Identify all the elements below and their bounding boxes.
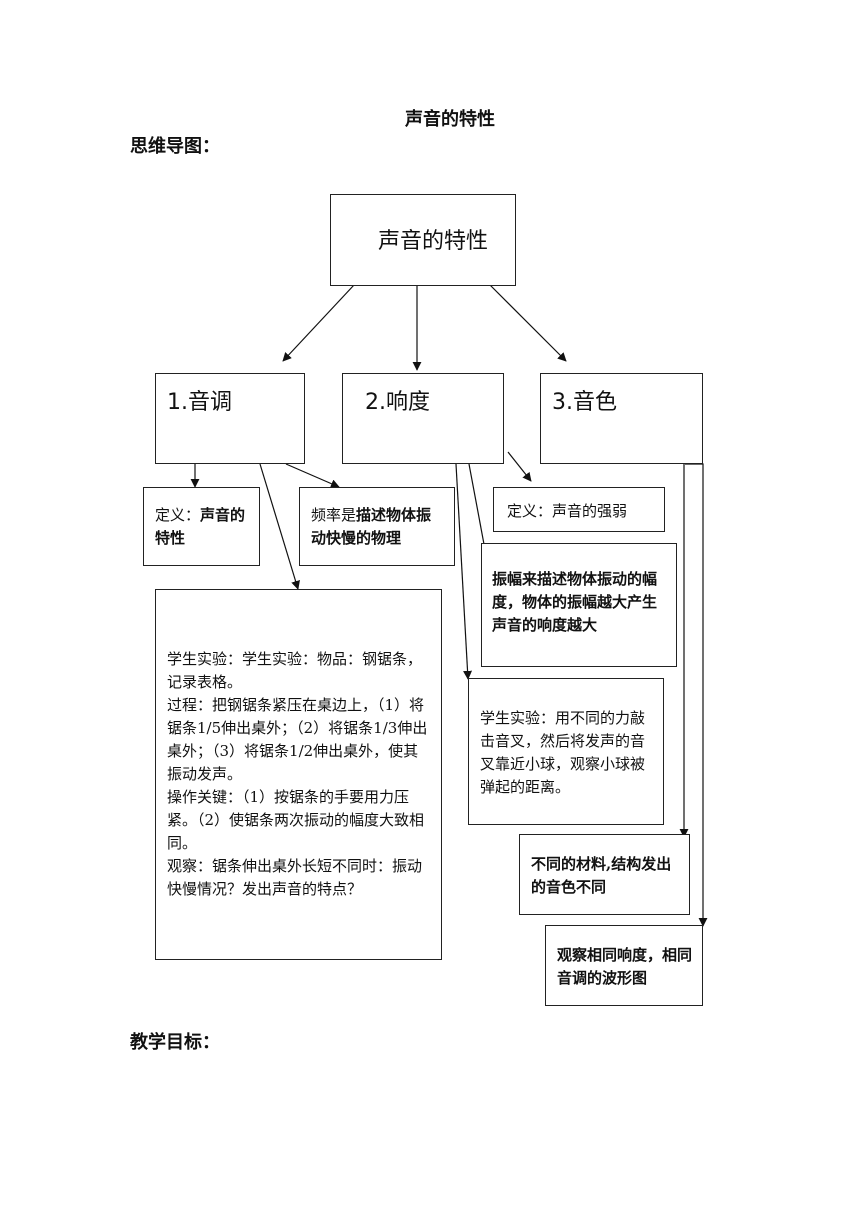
- branch-timbre: 3.音色: [540, 373, 703, 464]
- arrow-loudness-experiment: [455, 463, 473, 680]
- mindmap-heading: 思维导图：: [130, 136, 220, 157]
- branch-loudness-label: 2.响度: [365, 390, 430, 415]
- branch-pitch-label: 1.音调: [167, 390, 232, 415]
- arrow-root-pitch: [282, 284, 355, 362]
- arrow-timbre-observe: [685, 463, 708, 927]
- arrow-pitch-frequency: [285, 463, 340, 488]
- pitch-experiment-observation: 观察：锯条伸出桌外长短不同时：振动快慢情况？发出声音的特点？: [167, 857, 423, 898]
- loudness-experiment-box: 学生实验：用不同的力敲击音叉，然后将发声的音叉靠近小球，观察小球被弹起的距离。: [468, 678, 664, 825]
- pitch-experiment-key-points: 操作关键：（1）按锯条的手要用力压紧。（2）使锯条两次振动的幅度大致相同。: [167, 788, 425, 852]
- timbre-observe-text: 观察相同响度，相同音调的波形图: [557, 946, 693, 987]
- root-label: 声音的特性: [378, 229, 489, 254]
- pitch-experiment-materials: 学生实验：学生实验：物品：钢锯条，记录表格。: [167, 650, 423, 691]
- arrow-loudness-definition: [507, 451, 532, 482]
- branch-pitch: 1.音调: [155, 373, 305, 464]
- pitch-definition-prefix: 定义：: [155, 506, 201, 524]
- pitch-experiment-process: 过程：把钢锯条紧压在桌边上，（1）将锯条1/5伸出桌外；（2）将锯条1/3伸出桌…: [167, 696, 428, 783]
- timbre-materials-text: 不同的材料,结构发出的音色不同: [531, 855, 672, 896]
- goals-heading: 教学目标：: [130, 1032, 220, 1053]
- loudness-experiment-text: 学生实验：用不同的力敲击音叉，然后将发声的音叉靠近小球，观察小球被弹起的距离。: [480, 709, 646, 796]
- page-title: 声音的特性: [405, 109, 495, 130]
- loudness-amplitude-text: 振幅来描述物体振动的幅度，物体的振幅越大产生声音的响度越大: [492, 570, 658, 634]
- pitch-definition-text: 声音的特性: [155, 506, 246, 547]
- loudness-definition-text: 定义：声音的强弱: [507, 502, 628, 520]
- loudness-amplitude-box: 振幅来描述物体振动的幅度，物体的振幅越大产生声音的响度越大: [481, 543, 677, 667]
- pitch-frequency-prefix: 频率是: [311, 506, 357, 524]
- root-node: 声音的特性: [330, 194, 516, 286]
- loudness-definition-box: 定义：声音的强弱: [493, 487, 665, 532]
- branch-loudness: 2.响度: [342, 373, 504, 464]
- arrow-root-timbre: [489, 284, 567, 362]
- timbre-materials-box: 不同的材料,结构发出的音色不同: [519, 834, 690, 915]
- pitch-frequency-box: 频率是描述物体振动快慢的物理: [299, 487, 455, 566]
- arrow-pitch-experiment: [259, 463, 300, 590]
- pitch-definition-box: 定义：声音的特性: [143, 487, 260, 566]
- branch-timbre-label: 3.音色: [552, 390, 617, 415]
- pitch-experiment-box: 学生实验：学生实验：物品：钢锯条，记录表格。 过程：把钢锯条紧压在桌边上，（1）…: [155, 589, 442, 960]
- pitch-frequency-text: 描述物体振动快慢的物理: [311, 506, 432, 547]
- timbre-observe-box: 观察相同响度，相同音调的波形图: [545, 925, 703, 1006]
